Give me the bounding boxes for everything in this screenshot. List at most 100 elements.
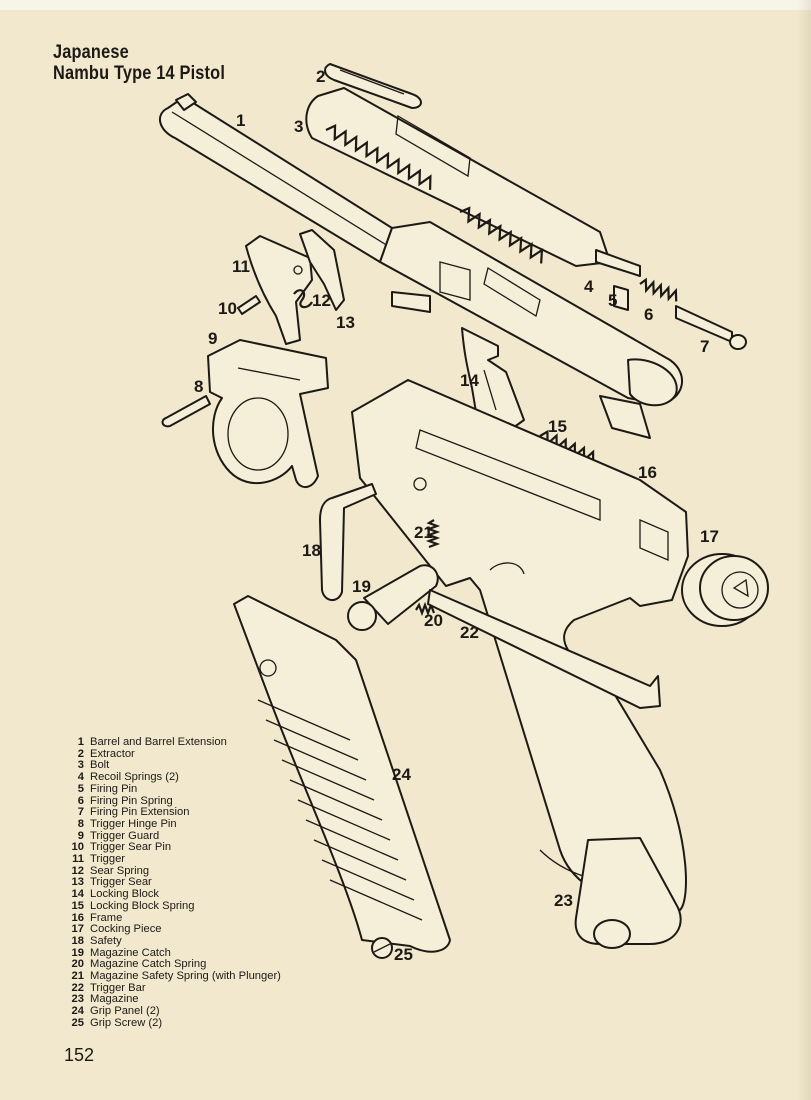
legend-label: Magazine Catch [90,946,171,959]
firing-pin-part [595,249,641,311]
legend-label: Bolt [90,759,110,772]
legend-number: 20 [71,958,84,971]
legend-row: 8 Trigger Hinge Pin [64,817,324,831]
legend-number: 15 [71,899,84,912]
callout-16: 16 [638,463,657,482]
legend-number: 2 [77,747,84,760]
legend-label: Firing Pin [90,782,138,795]
callout-7: 7 [700,337,709,356]
legend-row: 18 Safety [64,934,324,948]
legend-number: 4 [77,771,84,784]
legend-label: Trigger Bar [90,981,146,994]
legend-label: Firing Pin Extension [90,806,190,819]
recoil-springs-part [325,124,544,264]
callout-11: 11 [232,257,250,276]
callout-20: 20 [424,611,443,630]
legend-number: 24 [71,1005,84,1018]
legend-label: Cocking Piece [90,923,162,936]
trigger-hinge-pin-part [161,395,211,428]
legend-label: Trigger [90,853,126,866]
legend-label: Trigger Sear [90,876,152,889]
callout-1: 1 [236,111,245,130]
legend-row: 19 Magazine Catch [64,946,324,960]
safety-part [319,483,377,601]
callout-3: 3 [294,117,303,136]
legend-label: Recoil Springs (2) [90,771,179,784]
grip-screw-part [371,937,393,959]
locking-block-part [461,327,525,431]
legend-number: 23 [71,993,84,1006]
trigger-bar-part [427,589,661,709]
legend-row: 25 Grip Screw (2) [64,1016,324,1030]
callout-8: 8 [194,377,203,396]
legend-label: Frame [90,911,123,924]
extractor-part [324,63,422,109]
callout-19: 19 [352,577,371,596]
bolt-part [305,87,611,267]
legend-label: Grip Screw (2) [90,1016,163,1029]
callout-25: 25 [394,945,413,964]
grip-panel-part [233,595,451,953]
legend-number: 8 [77,817,84,830]
trigger-guard-part [207,339,329,488]
legend-label: Safety [90,934,122,947]
callout-4: 4 [584,277,594,296]
legend-number: 21 [71,970,84,983]
magazine-catch-part [347,564,439,631]
barrel-part [159,93,683,439]
legend-label: Trigger Guard [90,829,160,842]
page-binding-shadow [797,0,811,1100]
legend-label: Sear Spring [90,864,150,877]
magazine-safety-spring-part [425,519,441,549]
legend-row: 23 Magazine [64,994,324,1006]
legend-row: 2 Extractor [64,747,324,761]
legend-label: Magazine Safety Spring (with Plunger) [90,970,281,983]
callout-9: 9 [208,329,217,348]
legend-label: Firing Pin Spring [90,794,173,807]
callout-13: 13 [336,313,355,332]
legend-row: 11 Trigger [64,853,324,866]
legend-label: Locking Block [90,888,160,901]
firing-pin-spring-part [639,277,678,302]
legend-label: Extractor [90,747,135,760]
legend-row: 5 Firing Pin [64,782,324,796]
title-line-2: Nambu Type 14 Pistol [53,63,226,84]
legend-label: Trigger Hinge Pin [90,817,177,830]
legend-number: 13 [71,876,84,889]
callout-21: 21 [414,523,433,542]
callout-15: 15 [548,417,567,436]
legend-number: 9 [77,829,84,842]
legend-number: 18 [71,934,84,947]
legend-row: 12 Sear Spring [64,864,324,878]
magazine-part [574,837,682,949]
legend-number: 25 [71,1016,84,1029]
legend-number: 22 [71,981,84,994]
callout-22: 22 [460,623,479,642]
legend-label: Magazine [90,993,139,1006]
callout-2: 2 [316,67,325,86]
legend-row: 9 Trigger Guard [64,829,324,843]
legend-label: Locking Block Spring [90,899,195,912]
legend-number: 10 [71,841,84,854]
callout-14: 14 [460,371,479,390]
legend-row: 13 Trigger Sear [64,877,324,889]
callout-23: 23 [554,891,573,910]
legend-number: 5 [77,782,84,795]
cocking-piece-part [681,553,769,627]
legend-row: 22 Trigger Bar [64,981,324,995]
callout-6: 6 [644,305,653,324]
legend-number: 12 [71,864,84,877]
legend-number: 19 [71,946,84,959]
legend-row: 4 Recoil Springs (2) [64,771,324,784]
legend-number: 11 [72,853,84,866]
legend-number: 17 [71,923,84,936]
page-top-edge [0,0,811,10]
page-number: 152 [64,1045,95,1065]
callout-5: 5 [608,291,617,310]
